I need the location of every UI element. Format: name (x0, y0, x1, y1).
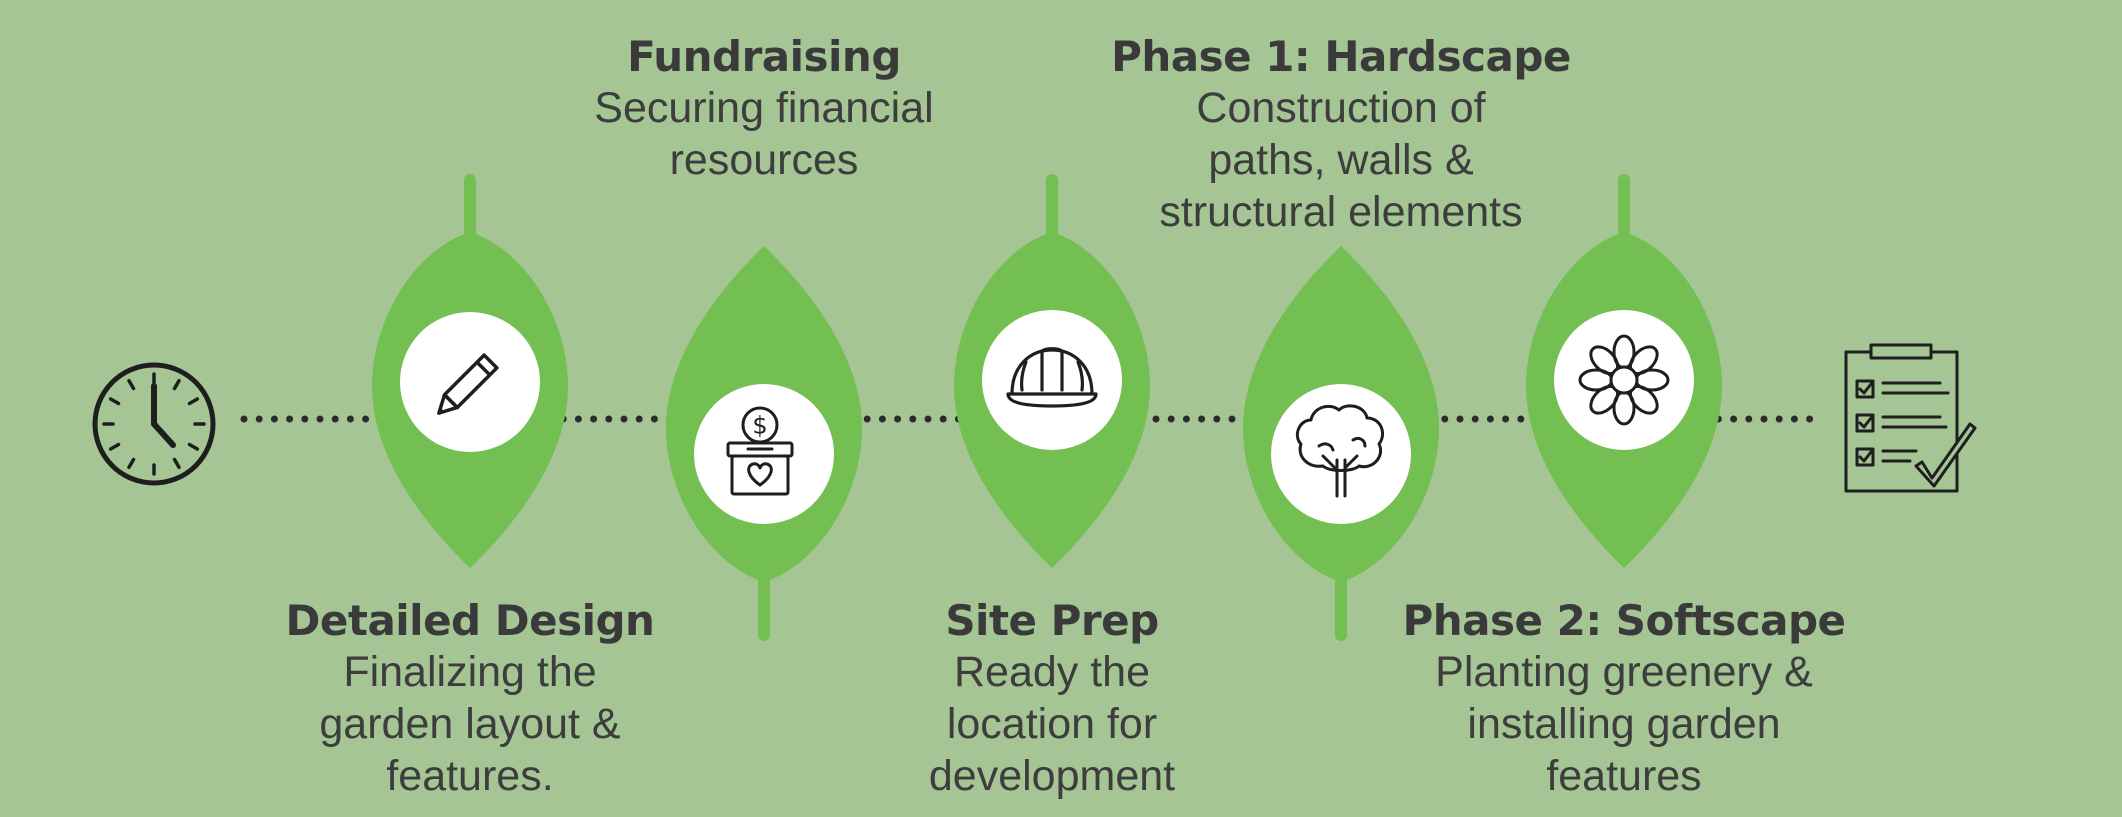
tree-icon (1295, 404, 1384, 498)
step-2-title: Fundraising (627, 32, 901, 81)
icon-circle-step-2 (694, 384, 834, 524)
step-5-label: Phase 2: Softscape Planting greenery & i… (1384, 596, 1864, 802)
step-2-description: Securing financial resources (594, 84, 934, 184)
step-5-description: Planting greenery & installing garden fe… (1435, 648, 1813, 800)
leaf-step-2 (666, 246, 862, 641)
icon-circle-step-1 (400, 312, 540, 452)
icon-circle-step-4 (1271, 384, 1411, 524)
step-4-description: Construction of paths, walls & structura… (1159, 84, 1523, 236)
step-5-title: Phase 2: Softscape (1402, 596, 1846, 645)
leaf-step-1 (372, 174, 568, 568)
flower-icon (1578, 334, 1670, 426)
clock-icon (92, 362, 216, 486)
step-3-description: Ready the location for development (928, 648, 1176, 800)
step-1-title: Detailed Design (285, 596, 655, 645)
icon-circle-step-3 (982, 310, 1122, 450)
leaf-step-5 (1526, 174, 1722, 568)
pencil-icon (437, 353, 499, 415)
svg-text:$: $ (752, 412, 767, 440)
clipboard-checklist-icon (1844, 343, 1977, 493)
leaf-step-3 (954, 174, 1150, 568)
step-2-label: Fundraising Securing financial resources (564, 32, 964, 186)
step-3-title: Site Prep (945, 596, 1159, 645)
step-3-label: Site Prep Ready the location for develop… (852, 596, 1252, 802)
step-4-label: Phase 1: Hardscape Construction of paths… (1101, 32, 1581, 238)
step-1-description: Finalizing the garden layout & features. (319, 648, 621, 800)
donation-box-icon: $ (726, 406, 794, 496)
leaf-step-4 (1243, 246, 1439, 641)
step-1-label: Detailed Design Finalizing the garden la… (270, 596, 670, 802)
step-4-title: Phase 1: Hardscape (1111, 32, 1571, 81)
hard-hat-icon (1006, 347, 1098, 408)
